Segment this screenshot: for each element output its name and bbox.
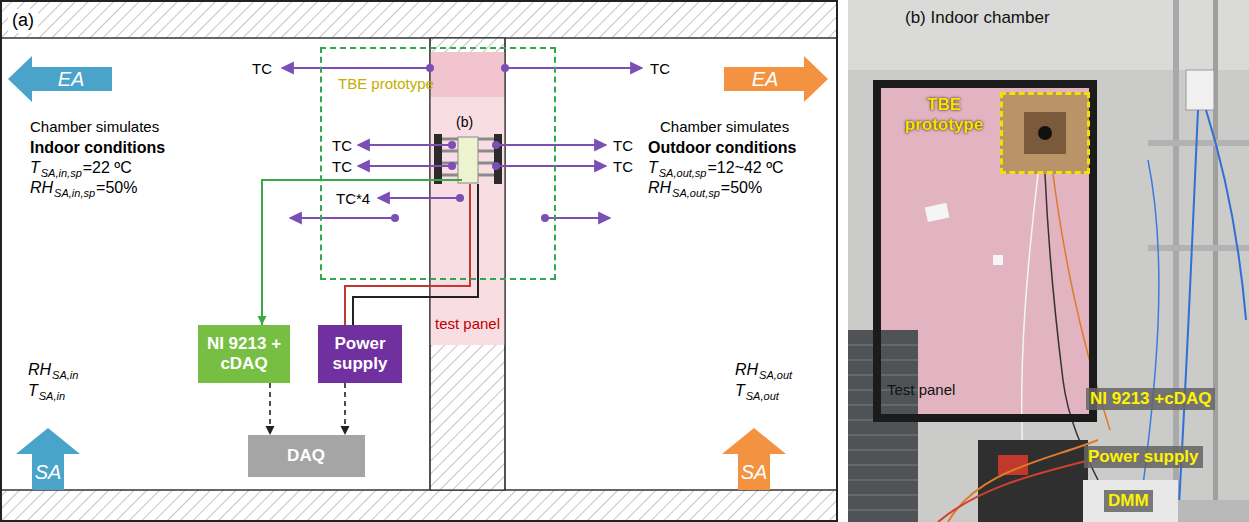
symbol: RH (735, 360, 758, 379)
node-text: DAQ (287, 446, 325, 466)
arrow-outline (8, 56, 112, 102)
node-text: test panel (435, 316, 500, 333)
exhaust-air-arrow: EA (8, 56, 112, 102)
daq-module-box: NI 9213 + cDAQ (198, 325, 290, 383)
setpoint-value: =22 ºC (83, 158, 132, 177)
node-text: EA (752, 68, 801, 91)
node-text: EA (36, 68, 85, 91)
condition-note: Chamber simulates (660, 118, 789, 136)
connector-group (258, 180, 321, 325)
subscript: SA,out,sp (659, 167, 707, 180)
photo-prototype-frame: TBE prototype (1000, 92, 1090, 174)
node-text: SA (35, 435, 62, 484)
arrow-outline (724, 56, 828, 102)
exhaust-air-arrow: EA (724, 56, 828, 102)
photo-label: NI 9213 +cDAQ (1086, 388, 1215, 410)
arrowhead (258, 316, 267, 325)
setpoint-value: =50% (721, 178, 762, 197)
sensor-label: TC (613, 158, 633, 176)
node-text: TBE prototype (338, 75, 434, 92)
arrow-outline (16, 428, 80, 490)
condition-heading: Indoor conditions (30, 138, 165, 157)
subscript: SA,out,sp (672, 187, 720, 200)
node-text: Test panel (887, 381, 955, 398)
prototype-region: TBE prototype (320, 47, 556, 280)
sensor-label: TC (613, 137, 633, 155)
subscript: SA,in,sp (41, 167, 82, 180)
arrow-outline (722, 428, 786, 490)
connector-group (266, 383, 275, 435)
arrowhead (266, 426, 275, 435)
sensor-label: TC (332, 137, 352, 155)
photo-label: Power supply (1084, 446, 1203, 468)
subscript: SA,in (39, 390, 65, 403)
node-text: NI 9213 + cDAQ (204, 334, 284, 373)
sensor-label: TC (252, 60, 272, 78)
detail-callout: (b) (456, 114, 473, 131)
symbol: T (648, 158, 658, 177)
supply-air-arrow: SA (16, 428, 80, 490)
supply-air-arrow: SA (722, 428, 786, 490)
node-text: (b) Indoor chamber (905, 8, 1050, 28)
signal-wire (262, 180, 320, 325)
symbol: T (30, 158, 40, 177)
daq-box: DAQ (248, 435, 365, 477)
symbol: RH (28, 360, 51, 379)
connector-group (341, 383, 350, 435)
node-text: Power supply (324, 334, 396, 373)
test-panel-region: test panel (430, 303, 505, 345)
photo-panel: (b) Indoor chamberTest panel TBE prototyp… (848, 0, 1249, 522)
photo-test-panel: Test panel TBE prototype (873, 80, 1097, 422)
arrowhead (341, 426, 350, 435)
power-supply-box: Power supply (318, 325, 402, 383)
symbol: T (735, 381, 745, 400)
symbol: T (28, 381, 38, 400)
photo-label: DMM (1104, 490, 1153, 512)
symbol: RH (648, 178, 671, 197)
subscript: SA,out (759, 369, 792, 382)
sensor-label: TC (650, 60, 670, 78)
subscript: SA,out (746, 390, 779, 403)
subscript: SA,in (52, 369, 78, 382)
symbol: RH (30, 178, 53, 197)
sensor-label: TC*4 (336, 190, 370, 208)
sensor-label: TC (332, 158, 352, 176)
panel-letter: (a) (8, 9, 38, 33)
node-text: SA (741, 435, 768, 484)
subscript: SA,in,sp (54, 187, 95, 200)
setpoint-value: =12~42 ºC (707, 158, 783, 177)
setpoint-value: =50% (96, 178, 137, 197)
condition-heading: Outdoor conditions (648, 138, 796, 157)
condition-note: Chamber simulates (30, 118, 159, 136)
node-text: TBE prototype (896, 95, 992, 134)
